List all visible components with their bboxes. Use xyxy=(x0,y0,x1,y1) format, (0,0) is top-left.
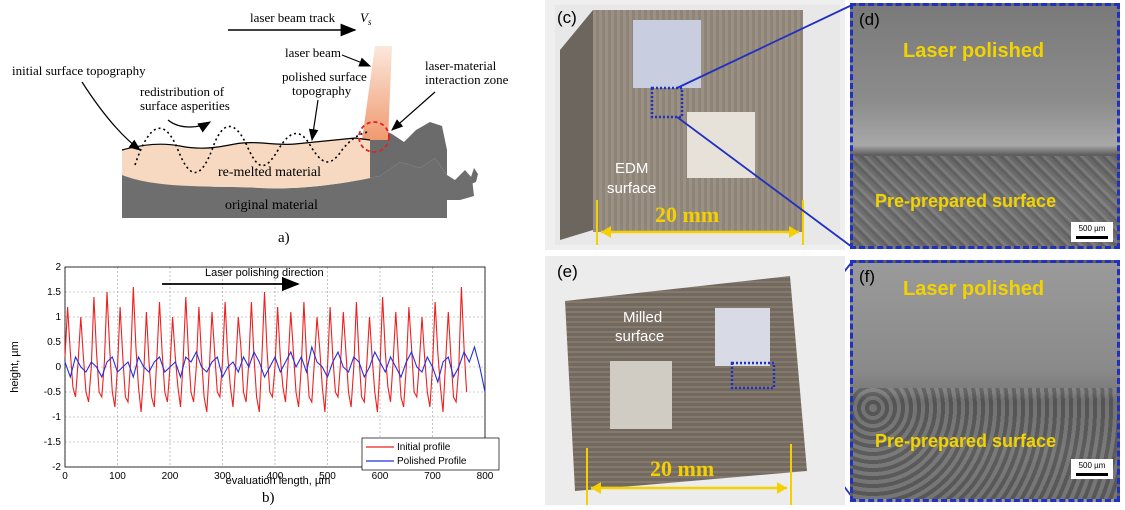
preprepared-label-f: Pre-prepared surface xyxy=(875,431,1057,451)
y-tick-label: 0 xyxy=(55,362,61,373)
roi-box-c xyxy=(650,86,684,119)
y-tick-label: -1.5 xyxy=(44,437,62,448)
x-tick-label: 700 xyxy=(424,471,441,482)
legend-label-polished: Polished Profile xyxy=(397,456,467,467)
chart-ticks: 0 100 200 300 400 500 600 700 800 2 1.5 1 0.5 0 -0.5 -1… xyxy=(44,262,494,482)
profile-chart: 0 100 200 300 400 500 600 700 800 2 1.5 1 0.5 0 -0.5 -1… xyxy=(9,262,500,505)
y-tick-label: -0.5 xyxy=(44,387,62,398)
interaction-label-1: laser-material xyxy=(425,58,497,73)
y-tick-label: 1.5 xyxy=(47,287,61,298)
photo-edm-sample: (c) EDM surface 20 mm xyxy=(545,0,845,250)
redistribution-label-2: surface asperities xyxy=(140,98,230,113)
scale-label-e: 20 mm xyxy=(650,456,715,481)
chart-axes xyxy=(64,266,486,468)
scalebar-f: 500 µm xyxy=(1071,459,1113,479)
edm-text-1: EDM xyxy=(615,160,649,177)
scale-label-c: 20 mm xyxy=(655,202,720,227)
connector-c-top xyxy=(676,4,853,89)
scale-arrow-right-e xyxy=(777,482,787,494)
legend-label-initial: Initial profile xyxy=(397,442,451,453)
y-tick-label: 1 xyxy=(55,312,61,323)
x-tick-label: 800 xyxy=(477,471,494,482)
y-tick-label: 0.5 xyxy=(47,337,61,348)
scale-arrow-left-c xyxy=(601,226,611,238)
x-tick-label: 400 xyxy=(267,471,284,482)
laser-polished-label-f: Laser polished xyxy=(903,278,1045,300)
tag-c: (c) xyxy=(557,8,577,27)
scalebar-text-d: 500 µm xyxy=(1078,224,1106,233)
initial-profile-dotted xyxy=(134,125,369,174)
polished-area-3 xyxy=(715,308,770,366)
polished-topo-pointer xyxy=(308,99,319,142)
caption-b: b) xyxy=(262,490,275,505)
original-label: original material xyxy=(225,198,318,213)
redistribution-label-1: redistribution of xyxy=(140,84,225,99)
caption-a: a) xyxy=(278,230,290,246)
scalebar-d: 500 µm xyxy=(1071,222,1113,242)
x-tick-label: 100 xyxy=(109,471,126,482)
polished-topo-label-2: topography xyxy=(292,83,352,98)
initial-topo-label: initial surface topography xyxy=(12,63,146,78)
laser-polished-label-d: Laser polished xyxy=(903,40,1045,62)
polishing-direction-label: Laser polishing direction xyxy=(205,267,324,279)
laser-beam-label: laser beam xyxy=(285,45,341,60)
tag-f: (f) xyxy=(859,267,876,286)
laser-beam-pointer xyxy=(341,54,372,67)
rough-texture-f xyxy=(853,388,1117,499)
polished-profile-solid xyxy=(121,137,371,151)
y-tick-label: 2 xyxy=(55,262,61,273)
x-tick-label: 300 xyxy=(214,471,231,482)
y-tick-label: -1 xyxy=(52,412,61,423)
tag-d: (d) xyxy=(859,10,880,29)
velocity-label: Vs xyxy=(360,10,372,27)
scalebar-text-f: 500 µm xyxy=(1078,461,1106,470)
original-material-body xyxy=(122,158,474,218)
schematic-panel-a: laser beam track Vs laser beam initial s… xyxy=(12,10,509,246)
redistribution-pointer xyxy=(167,119,212,133)
polished-area-4 xyxy=(610,361,672,429)
scalebar-line-d xyxy=(1076,236,1108,239)
preprepared-label-d: Pre-prepared surface xyxy=(875,191,1057,211)
interaction-label-2: interaction zone xyxy=(425,72,509,87)
sem-image-f: (f) Laser polished Pre-prepared surface … xyxy=(850,260,1120,502)
milled-text-1: Milled xyxy=(623,309,663,326)
beam-track-label: laser beam track xyxy=(250,10,336,25)
laser-beam-shape xyxy=(362,46,392,140)
photo-milled-sample: (e) Milled surface 20 mm xyxy=(545,256,845,505)
polished-topo-label-1: polished surface xyxy=(282,69,367,84)
edm-text-2: surface xyxy=(607,180,657,197)
x-tick-label: 500 xyxy=(319,471,336,482)
x-axis-label: evaluation length, µm xyxy=(226,475,331,487)
scalebar-line-f xyxy=(1076,473,1108,476)
scale-arrow-left-e xyxy=(591,482,601,494)
plot-frame xyxy=(64,266,486,468)
x-tick-label: 0 xyxy=(62,471,68,482)
y-tick-label: -2 xyxy=(52,462,61,473)
x-tick-label: 600 xyxy=(372,471,389,482)
roi-box-e xyxy=(730,361,776,390)
remelted-label: re-melted material xyxy=(218,165,321,180)
series-line-polished xyxy=(64,344,486,393)
remelted-material-region xyxy=(122,138,370,189)
chart-series xyxy=(64,286,486,413)
scale-arrow-right-c xyxy=(789,226,799,238)
milled-text-2: surface xyxy=(615,328,665,345)
interaction-pointer xyxy=(391,91,436,131)
milled-sample-illustration xyxy=(545,256,845,505)
polished-area-1 xyxy=(633,20,701,88)
chart-legend: Initial profile Polished Profile xyxy=(361,437,500,471)
x-tick-label: 200 xyxy=(162,471,179,482)
edm-sample-illustration xyxy=(555,5,840,245)
series-line-initial xyxy=(64,286,468,413)
connector-c-bottom xyxy=(676,116,853,248)
initial-topo-pointer xyxy=(81,81,141,151)
y-axis-label: height, µm xyxy=(9,341,21,393)
edm-block-side xyxy=(560,10,593,240)
interaction-zone-circle xyxy=(358,121,390,153)
tag-e: (e) xyxy=(557,262,578,281)
sem-image-d: (d) Laser polished Pre-prepared surface … xyxy=(850,3,1120,249)
